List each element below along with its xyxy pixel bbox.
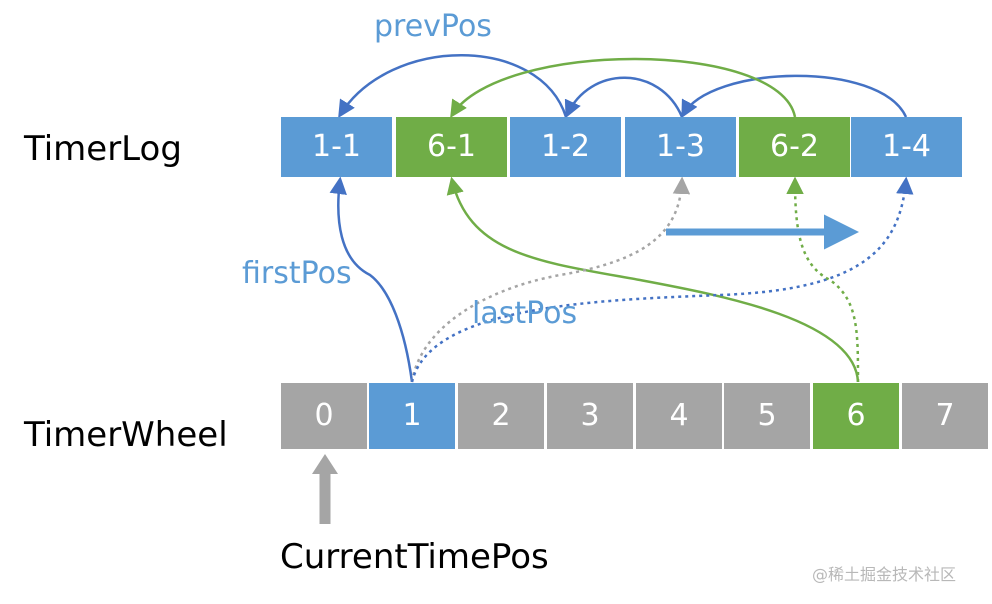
timerlog-cell-1-1: 1-1	[281, 117, 392, 177]
watermark: @稀土掘金技术社区	[812, 565, 957, 584]
current-time-pos-label: CurrentTimePos	[280, 537, 549, 577]
prev-arrow-6-2-to-6-1	[450, 57, 797, 118]
timerwheel-slot-4: 4	[636, 383, 722, 449]
timerwheel-slot-1: 1	[369, 383, 455, 449]
timerwheel-slot-2: 2	[458, 383, 544, 449]
prev-arrow-1-3-to-1-2	[564, 76, 684, 119]
last-pos-label: lastPos	[472, 296, 578, 331]
last-pos-arrow-slot6	[786, 176, 860, 383]
timerwheel-label: TimerWheel	[24, 415, 228, 455]
timerlog-cell-1-4: 1-4	[851, 117, 962, 177]
first-pos-label: firstPos	[242, 256, 352, 291]
first-pos-arrow-slot6	[446, 176, 860, 383]
timerwheel-slot-6: 6	[813, 383, 899, 449]
timerwheel-slot-3: 3	[547, 383, 633, 449]
first-pos-arrow-slot1	[329, 176, 414, 383]
timerlog-cell-1-3: 1-3	[625, 117, 736, 177]
timerlog-cell-6-1: 6-1	[396, 117, 507, 177]
prev-arrow-1-4-to-1-3	[681, 74, 908, 119]
current-time-pos-arrow-head	[312, 454, 338, 474]
timerlog-cell-6-2: 6-2	[739, 117, 850, 177]
last-pos-arrow-slot1-blue	[410, 176, 914, 383]
timerlog-label: TimerLog	[24, 129, 182, 169]
prev-pos-label: prevPos	[374, 9, 492, 44]
timerwheel-slot-0: 0	[281, 383, 367, 449]
prev-arrow-1-2-to-1-1	[338, 54, 568, 118]
timerwheel-slot-7: 7	[902, 383, 988, 449]
timerwheel-slot-5: 5	[724, 383, 810, 449]
timerlog-cell-1-2: 1-2	[510, 117, 621, 177]
